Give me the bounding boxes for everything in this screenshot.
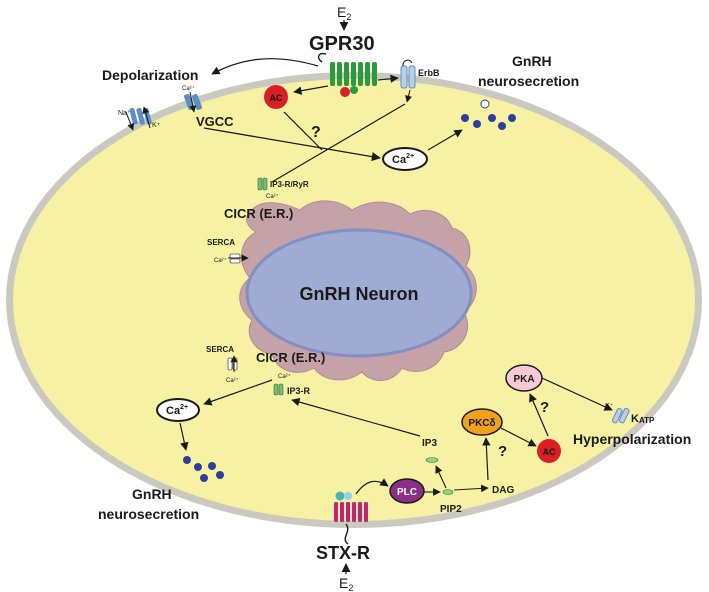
ca2-center-label: Ca2+ xyxy=(392,153,414,166)
pip2-label: PIP2 xyxy=(440,504,462,515)
erbb-receptor xyxy=(400,59,416,89)
stxr-receptor xyxy=(334,491,368,545)
erbb-to-er-line xyxy=(271,103,406,183)
vgcc-to-ca-arrow xyxy=(203,127,381,162)
dag-label: DAG xyxy=(492,485,514,496)
nucleus xyxy=(245,228,473,358)
katp-label: KATP xyxy=(631,413,655,425)
erbb-down-arrow xyxy=(405,89,412,103)
ac-top xyxy=(264,85,288,109)
gnrh-bottom-label-1: GnRH xyxy=(132,486,172,502)
ip3r-label: IP3-R xyxy=(287,386,311,396)
ip3-to-ip3r-arrow xyxy=(291,398,421,437)
e2-bottom-label: E2 xyxy=(339,575,353,592)
pkc-label: PKCδ xyxy=(468,418,495,429)
ca2-center-oval xyxy=(382,147,428,171)
k-left-arrow xyxy=(142,106,151,129)
ca-small-top: Ca²⁺ xyxy=(182,85,195,92)
pip2-molecule xyxy=(442,489,454,495)
pip2-to-dag-arrow xyxy=(453,484,489,493)
question-pkc: ? xyxy=(498,443,507,460)
ca-to-secretion-arrow xyxy=(427,129,463,151)
dag-to-pkc-arrow xyxy=(482,437,491,481)
gpr30-to-erbb-arrow xyxy=(377,74,399,83)
ca-small-serca-bottom: Ca²⁺ xyxy=(226,377,239,384)
e2-top-label: E2 xyxy=(337,4,351,22)
ca2-left-oval xyxy=(156,398,200,422)
ac-bottom-label: AC xyxy=(543,447,556,457)
pka-to-katp-arrow xyxy=(541,377,613,411)
ca-left-to-vesicles-arrow xyxy=(179,422,189,451)
k-left-label: K⁺ xyxy=(152,122,161,129)
pka-label: PKA xyxy=(513,374,534,385)
erbb-label: ErbB xyxy=(418,68,440,78)
plc-label: PLC xyxy=(397,487,417,498)
gpr30-to-ac-arrow xyxy=(293,85,329,95)
plc-oval xyxy=(389,478,425,504)
ac-bottom xyxy=(537,439,561,463)
hyperpolarization-label: Hyperpolarization xyxy=(573,431,691,447)
katp-channel xyxy=(611,407,630,424)
pkc-to-ac-arrow xyxy=(500,427,537,447)
vesicles-top xyxy=(461,99,516,130)
ip3-molecule xyxy=(425,457,439,463)
ip3r-ryr-channel xyxy=(257,177,268,191)
ip3r-ryr-label: IP3-R/RyR xyxy=(270,180,309,189)
depolarization-label: Depolarization xyxy=(102,67,198,83)
k-right-label: K⁺ xyxy=(605,403,614,410)
na-label: Na⁺ xyxy=(118,110,131,117)
gnrh-top-label-2: neurosecretion xyxy=(478,73,579,89)
question-top: ? xyxy=(311,124,321,141)
vesicles-bottom xyxy=(183,456,224,482)
ca-small-cicr-bottom: Ca²⁺ xyxy=(278,373,291,380)
ca-small-er: Ca²⁺ xyxy=(266,193,279,200)
ac-to-ca-arrow xyxy=(283,111,323,151)
cicr-bottom-label: CICR (E.R.) xyxy=(256,350,325,365)
ip3r-channel xyxy=(273,383,284,396)
er-to-ca-left-arrow xyxy=(203,379,273,406)
serca-bottom-label: SERCA xyxy=(206,345,234,354)
gpr30-label: GPR30 xyxy=(309,33,375,55)
stxr-to-plc-arrow xyxy=(355,478,389,495)
gpr30-to-depolarization-arrow xyxy=(211,58,319,75)
na-arrow xyxy=(125,111,134,131)
nucleus-label: GnRH Neuron xyxy=(300,284,419,304)
ac-top-label: AC xyxy=(270,93,283,103)
stxr-label: STX-R xyxy=(316,543,370,563)
pkc-oval xyxy=(461,408,503,436)
pip2-to-ip3-arrow xyxy=(435,465,447,489)
serca-top-label: SERCA xyxy=(207,238,235,247)
cicr-top-label: CICR (E.R.) xyxy=(224,206,293,221)
gnrh-top-label-1: GnRH xyxy=(512,53,552,69)
ip3-label: IP3 xyxy=(422,438,437,449)
vgcc-label: VGCC xyxy=(196,114,234,129)
gnrh-bottom-label-2: neurosecretion xyxy=(98,506,199,522)
ca2-left-label: Ca2+ xyxy=(166,404,188,417)
ac-to-pka-arrow xyxy=(529,393,549,437)
serca-top-pump xyxy=(229,253,241,264)
vgcc-arrow xyxy=(189,91,197,113)
gpr30-receptor xyxy=(317,52,377,97)
question-pka: ? xyxy=(540,399,549,416)
ca-small-serca-top: Ca²⁺ xyxy=(214,257,227,264)
